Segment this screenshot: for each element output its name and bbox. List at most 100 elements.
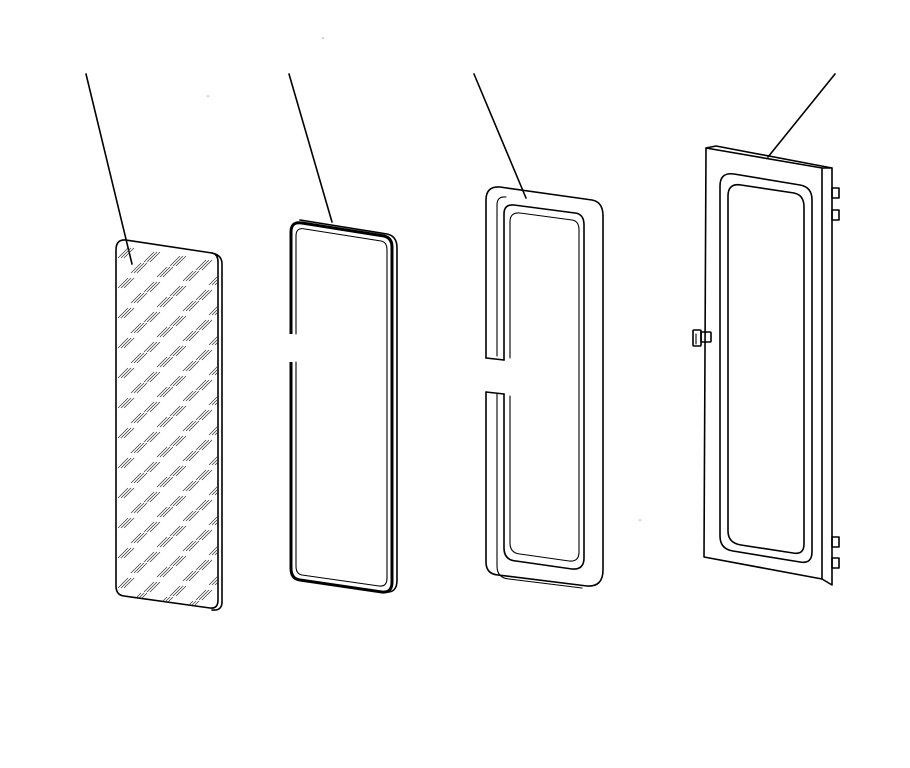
glass-hatch-stroke bbox=[120, 427, 132, 439]
glass-hatch-stroke bbox=[149, 371, 161, 383]
glass-hatch-stroke bbox=[172, 375, 184, 387]
door-latch-icon bbox=[692, 329, 712, 347]
glass-hatch-stroke bbox=[117, 367, 129, 379]
glass-hatch-stroke bbox=[169, 495, 181, 507]
glass-hatch-stroke bbox=[143, 281, 155, 293]
glass-hatch-stroke bbox=[208, 544, 218, 556]
glass-hatch-stroke bbox=[182, 450, 194, 462]
glass-hatch-stroke bbox=[156, 296, 168, 308]
glass-hatch-stroke bbox=[130, 382, 142, 394]
glass-hatch-stroke bbox=[136, 382, 148, 394]
glass-hatch-stroke bbox=[195, 529, 207, 541]
inner-frame-outer-contour bbox=[485, 186, 604, 587]
glass-hatch-stroke bbox=[195, 409, 207, 421]
glass-hatch-stroke bbox=[146, 461, 158, 473]
glass-hatch-stroke bbox=[185, 540, 197, 552]
glass-hatch-stroke bbox=[130, 322, 142, 334]
glass-hatch-stroke bbox=[143, 581, 155, 593]
glass-hatch-stroke bbox=[201, 559, 213, 571]
glass-hatch-stroke bbox=[120, 367, 132, 379]
glass-hatch-stroke bbox=[143, 251, 155, 263]
glass-hatch-stroke bbox=[208, 484, 218, 496]
glass-hatch-stroke bbox=[143, 311, 155, 323]
glass-hatch-stroke bbox=[198, 379, 210, 391]
glass-hatch-stroke bbox=[169, 555, 181, 567]
glass-hatch-stroke bbox=[175, 405, 187, 417]
glass-hatch-stroke bbox=[185, 330, 197, 342]
leader-line-glass-pane bbox=[85, 73, 133, 265]
door-frame-side-hidden bbox=[706, 148, 832, 586]
glass-hatch-stroke bbox=[188, 480, 200, 492]
glass-hatch-stroke bbox=[214, 544, 218, 556]
glass-hatch-stroke bbox=[185, 390, 197, 402]
glass-hatch-stroke bbox=[201, 289, 213, 301]
glass-hatch-stroke bbox=[133, 562, 145, 574]
glass-hatch-stroke bbox=[146, 311, 158, 323]
glass-hatch-stroke bbox=[149, 401, 161, 413]
seal-gasket-inner-line bbox=[295, 228, 388, 587]
glass-hatch-stroke bbox=[143, 341, 155, 353]
glass-hatch-stroke bbox=[156, 446, 168, 458]
glass-hatch-stroke bbox=[117, 577, 129, 589]
inner-frame-inner-contour bbox=[503, 204, 585, 570]
glass-hatch-stroke bbox=[214, 514, 218, 526]
seal-gasket bbox=[289, 219, 398, 594]
glass-hatch-stroke bbox=[211, 454, 218, 466]
glass-hatch-stroke bbox=[185, 510, 197, 522]
glass-hatch-stroke bbox=[214, 364, 218, 376]
glass-hatch-stroke bbox=[198, 559, 210, 571]
glass-hatch-stroke bbox=[120, 277, 132, 289]
glass-pane-edge bbox=[211, 252, 223, 611]
glass-hatch-stroke bbox=[146, 371, 158, 383]
glass-hatch-stroke bbox=[172, 345, 184, 357]
glass-hatch-stroke bbox=[123, 307, 135, 319]
glass-hatch-stroke bbox=[149, 581, 161, 593]
glass-hatch-stroke bbox=[172, 255, 184, 267]
glass-hatch-stroke bbox=[120, 457, 132, 469]
glass-hatch-stroke bbox=[133, 472, 145, 484]
glass-hatch-stroke bbox=[169, 255, 181, 267]
glass-hatch-stroke bbox=[159, 536, 171, 548]
glass-hatch-stroke bbox=[169, 285, 181, 297]
glass-hatch-stroke bbox=[169, 525, 181, 537]
glass-hatch-stroke bbox=[185, 420, 197, 432]
glass-hatch-stroke bbox=[146, 341, 158, 353]
glass-hatch-stroke bbox=[201, 379, 213, 391]
glass-hatch-stroke bbox=[214, 334, 218, 346]
glass-hatch-stroke bbox=[136, 262, 148, 274]
glass-hatch-stroke bbox=[182, 480, 194, 492]
glass-hatch-stroke bbox=[211, 514, 218, 526]
glass-hatch-stroke bbox=[214, 574, 218, 586]
glass-hatch-stroke bbox=[149, 251, 161, 263]
glass-hatch-stroke bbox=[162, 296, 174, 308]
door-frame-window-outer bbox=[719, 172, 813, 564]
glass-hatch-stroke bbox=[117, 307, 129, 319]
glass-hatch-stroke bbox=[120, 337, 132, 349]
glass-hatch-stroke bbox=[208, 574, 218, 586]
glass-hatch-stroke bbox=[136, 292, 148, 304]
glass-hatch-stroke bbox=[169, 375, 181, 387]
glass-hatch-stroke bbox=[143, 401, 155, 413]
glass-hatch-stroke bbox=[175, 315, 187, 327]
glass-hatch-stroke bbox=[143, 491, 155, 503]
glass-hatch-stroke bbox=[175, 345, 187, 357]
inner-frame-gap-top bbox=[485, 357, 505, 361]
glass-hatch-stroke bbox=[172, 435, 184, 447]
glass-hatch-stroke bbox=[182, 390, 194, 402]
seal-gasket-back-edge bbox=[299, 219, 398, 593]
glass-hatch-stroke bbox=[143, 551, 155, 563]
glass-hatch-stroke bbox=[214, 454, 218, 466]
glass-hatch-stroke bbox=[117, 247, 129, 259]
glass-hatch-stroke bbox=[120, 247, 132, 259]
glass-hatch-stroke bbox=[185, 450, 197, 462]
glass-hatch-stroke bbox=[156, 476, 168, 488]
glass-hatch-stroke bbox=[120, 307, 132, 319]
glass-hatch-stroke bbox=[133, 382, 145, 394]
glass-hatch-stroke bbox=[211, 364, 218, 376]
glass-hatch-stroke bbox=[195, 559, 207, 571]
glass-hatch-stroke bbox=[123, 247, 135, 259]
glass-hatch-stroke bbox=[198, 409, 210, 421]
glass-hatch-stroke bbox=[159, 446, 171, 458]
glass-hatch-stroke bbox=[182, 270, 194, 282]
